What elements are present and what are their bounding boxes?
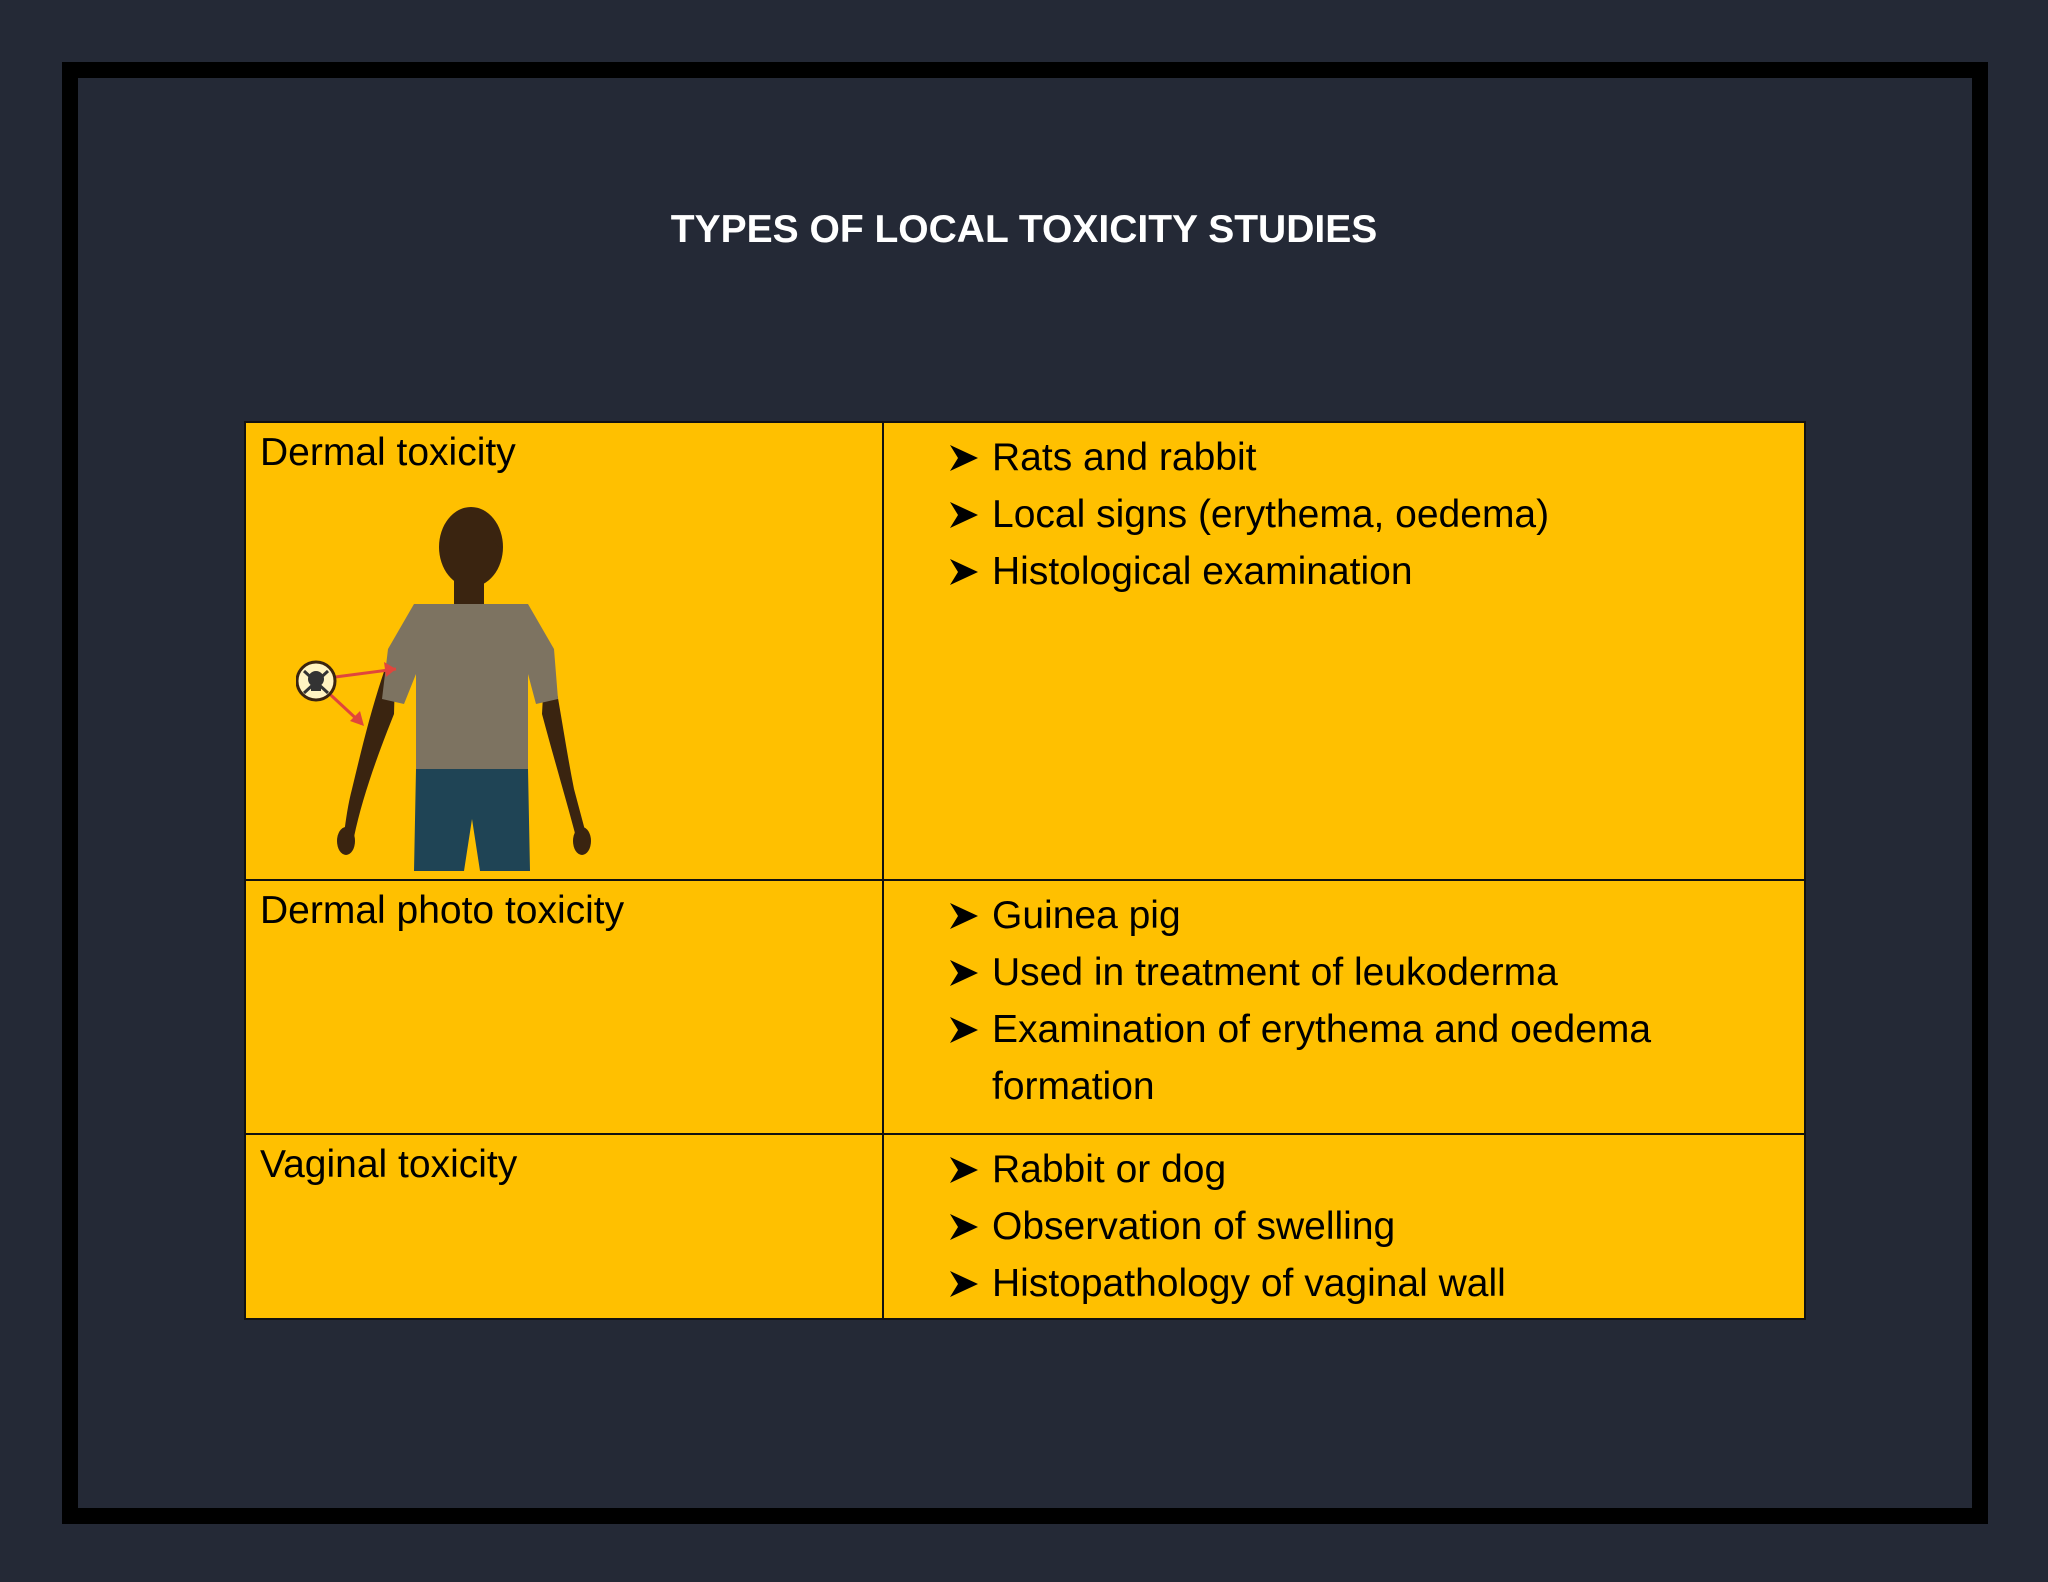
arrowhead-bullet-icon xyxy=(950,903,978,929)
list-item: Histological examination xyxy=(948,543,1784,600)
study-details-cell: Rats and rabbit Local signs (erythema, o… xyxy=(882,421,1806,881)
arrowhead-bullet-icon xyxy=(950,1214,978,1240)
toxicity-studies-table: Dermal toxicity xyxy=(244,421,1806,1320)
arrowhead-bullet-icon xyxy=(950,960,978,986)
list-item: Guinea pig xyxy=(948,887,1784,944)
arrowhead-bullet-icon xyxy=(950,1157,978,1183)
study-name-cell: Dermal photo toxicity xyxy=(244,879,884,1135)
study-details-list: Rats and rabbit Local signs (erythema, o… xyxy=(948,429,1784,600)
list-item: Rats and rabbit xyxy=(948,429,1784,486)
study-name: Dermal photo toxicity xyxy=(260,889,625,932)
list-item: Used in treatment of leukoderma xyxy=(948,944,1784,1001)
study-name: Vaginal toxicity xyxy=(260,1143,518,1186)
study-details-cell: Rabbit or dog Observation of swelling Hi… xyxy=(882,1133,1806,1320)
list-item: Rabbit or dog xyxy=(948,1141,1784,1198)
list-item: Local signs (erythema, oedema) xyxy=(948,486,1784,543)
study-details-list: Guinea pig Used in treatment of leukoder… xyxy=(948,887,1784,1115)
list-item: Histopathology of vaginal wall xyxy=(948,1255,1784,1312)
arrowhead-bullet-icon xyxy=(950,1271,978,1297)
table-row: Dermal toxicity xyxy=(244,421,1806,881)
list-item: Observation of swelling xyxy=(948,1198,1784,1255)
arrowhead-bullet-icon xyxy=(950,502,978,528)
slide-title: TYPES OF LOCAL TOXICITY STUDIES xyxy=(670,208,1378,251)
study-name-cell: Vaginal toxicity xyxy=(244,1133,884,1320)
table-row: Vaginal toxicity Rabbit or dog Observati… xyxy=(244,1133,1806,1320)
study-details-list: Rabbit or dog Observation of swelling Hi… xyxy=(948,1141,1784,1312)
human-silhouette-illustration xyxy=(296,507,591,871)
arrowhead-bullet-icon xyxy=(950,445,978,471)
study-name-cell: Dermal toxicity xyxy=(244,421,884,881)
arrowhead-bullet-icon xyxy=(950,559,978,585)
study-name: Dermal toxicity xyxy=(260,431,516,474)
table-row: Dermal photo toxicity Guinea pig Used in… xyxy=(244,879,1806,1135)
study-details-cell: Guinea pig Used in treatment of leukoder… xyxy=(882,879,1806,1135)
list-item: Examination of erythema and oedema forma… xyxy=(948,1001,1784,1115)
skull-hazard-icon xyxy=(296,660,337,702)
arrowhead-bullet-icon xyxy=(950,1017,978,1043)
